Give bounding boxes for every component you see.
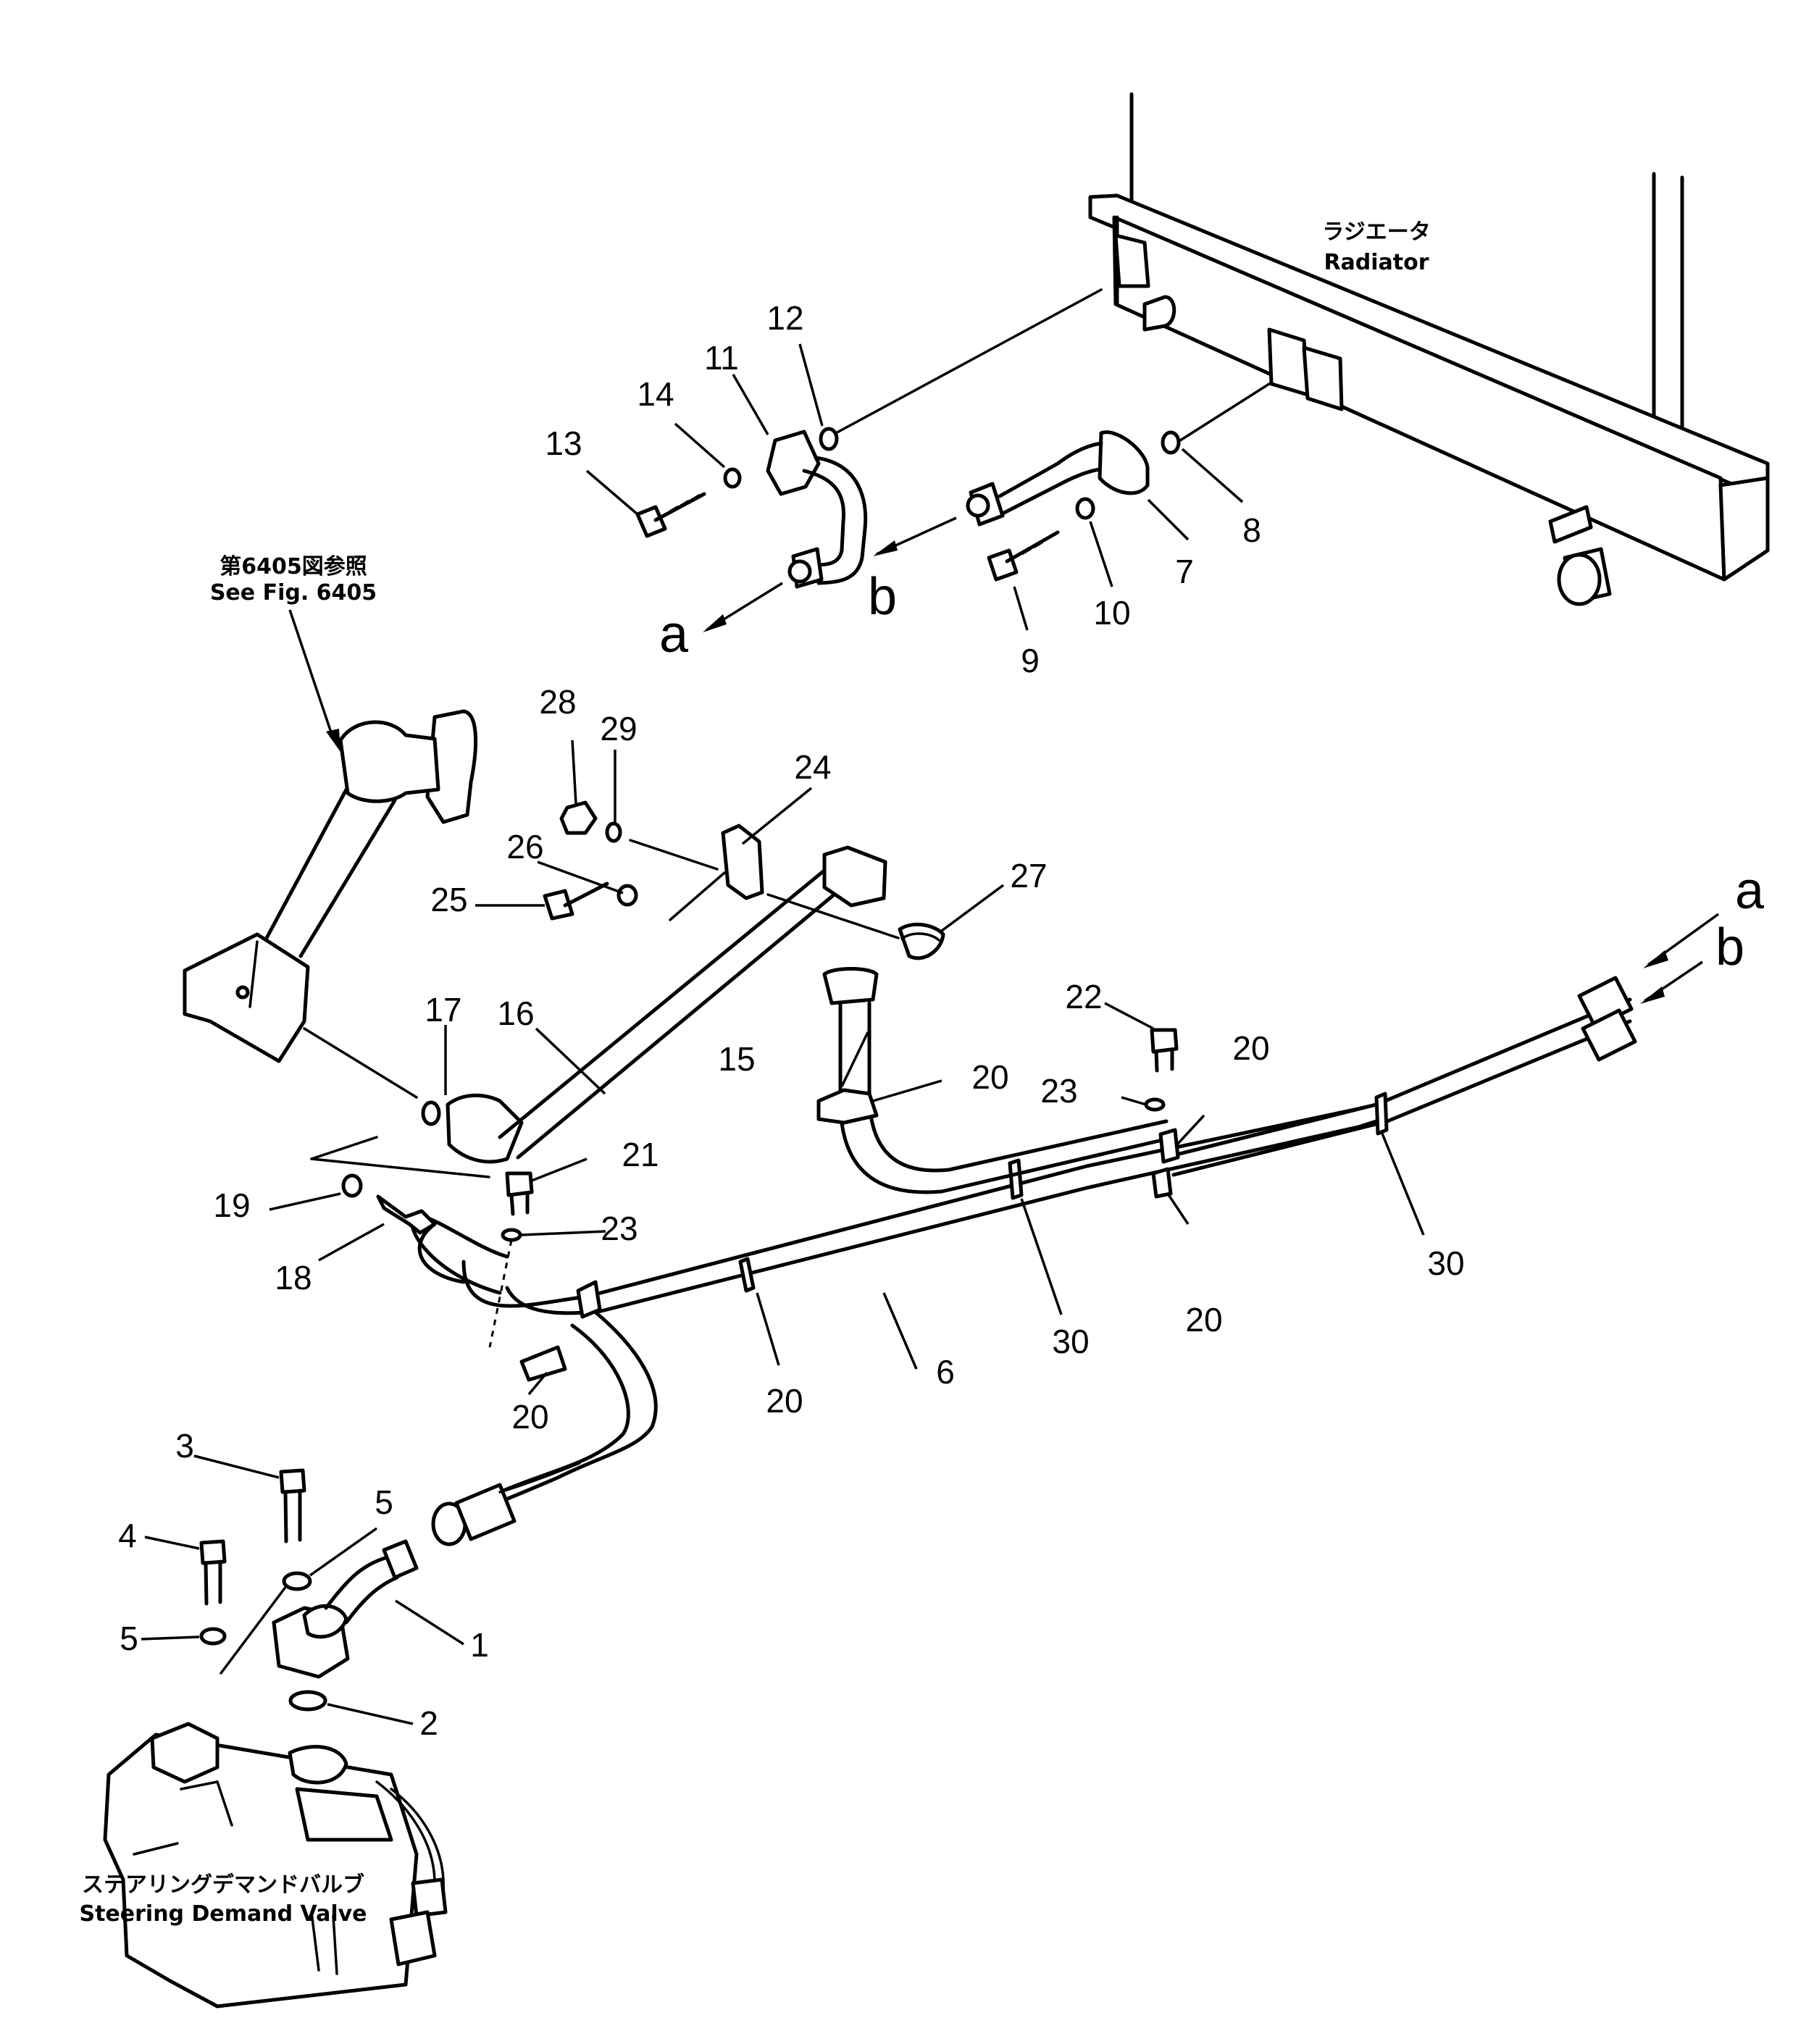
leader-line [303, 1027, 418, 1099]
u-bolt-27 [898, 922, 945, 960]
washer [605, 821, 622, 843]
bolt [987, 530, 1060, 582]
steering-demand-valve [103, 1722, 448, 2009]
leader-line [629, 839, 719, 871]
callout-29: 29 [600, 710, 637, 747]
callout-2: 2 [419, 1704, 438, 1742]
bolt-3 [279, 1468, 306, 1544]
o-ring-2 [288, 1690, 327, 1712]
washer [616, 884, 638, 907]
o-ring [1161, 430, 1181, 455]
washer-5 [282, 1571, 312, 1591]
callout-20: 20 [1185, 1301, 1222, 1339]
washer-5 [199, 1627, 227, 1646]
leader-line [288, 609, 335, 740]
fitting-18 [376, 1194, 437, 1235]
return-pipe-fig-6405 [183, 709, 477, 1063]
flow-marker-b-right: b [1715, 918, 1744, 976]
callout-10: 10 [1093, 594, 1130, 632]
clamp-20 [1151, 1167, 1173, 1199]
leader-line [669, 871, 726, 921]
callout-26: 26 [506, 828, 543, 866]
bolt [635, 492, 706, 538]
valve-caption-jp: ステアリングデマンドバルブ [82, 1872, 364, 1898]
bolt-21 [505, 1171, 534, 1216]
bolt [543, 881, 609, 921]
callout-30: 30 [1052, 1323, 1089, 1360]
callout-20: 20 [971, 1058, 1008, 1096]
clamp-30 [1374, 1092, 1389, 1136]
callout-7: 7 [1175, 553, 1194, 590]
callout-28: 28 [539, 683, 576, 721]
assembly-line [220, 1585, 288, 1675]
clamp-20 [519, 1345, 567, 1382]
bolt-22 [1150, 1028, 1179, 1073]
hose-15 [816, 967, 1169, 1194]
washer-23 [1144, 1097, 1166, 1112]
see-fig-caption-jp: 第6405図参照 [220, 554, 367, 579]
radiator-caption-jp: ラジエータ [1322, 219, 1430, 245]
callout-11: 11 [704, 339, 739, 377]
leader-line [310, 1136, 378, 1160]
tube-16 [446, 845, 887, 1164]
callout-30: 30 [1427, 1244, 1464, 1282]
callout-9: 9 [1021, 642, 1040, 679]
outlet-tube-a [766, 430, 868, 589]
bracket-24 [721, 824, 764, 900]
nut [559, 800, 598, 835]
callout-1: 1 [470, 1626, 489, 1664]
valve-caption-en: Steering Demand Valve [79, 1901, 367, 1927]
callout-leaders [141, 343, 1425, 1725]
callout-20: 20 [1232, 1029, 1269, 1067]
callout-12: 12 [766, 299, 803, 337]
callout-16: 16 [497, 994, 534, 1032]
hose-end-fittings [1577, 976, 1637, 1062]
bolt-4 [199, 1539, 227, 1606]
callout-17: 17 [425, 991, 461, 1029]
callout-22: 22 [1065, 978, 1102, 1015]
callout-15: 15 [718, 1040, 755, 1078]
clamp-20 [1158, 1128, 1180, 1164]
washer [1075, 497, 1095, 520]
see-fig-caption-en: See Fig. 6405 [210, 580, 377, 606]
o-ring [819, 427, 839, 451]
callout-27: 27 [1010, 857, 1047, 895]
callout-23: 23 [601, 1210, 638, 1247]
leader-line [1176, 382, 1271, 443]
callout-23: 23 [1040, 1072, 1077, 1110]
callout-24: 24 [794, 748, 831, 786]
leader-line [766, 893, 900, 939]
callout-5-lower: 5 [120, 1620, 138, 1657]
flange-tube-1 [272, 1539, 419, 1679]
callout-14: 14 [637, 375, 674, 413]
washer [723, 467, 742, 489]
callout-18: 18 [275, 1259, 312, 1297]
callout-20: 20 [511, 1398, 548, 1436]
callout-13: 13 [545, 424, 582, 462]
callout-25: 25 [430, 881, 467, 918]
washer-19 [341, 1173, 363, 1198]
callout-3: 3 [175, 1427, 194, 1465]
radiator [1088, 92, 1770, 606]
clamp-20 [1008, 1158, 1024, 1200]
callout-5-upper: 5 [375, 1483, 393, 1521]
flow-marker-a-top: a [659, 606, 689, 663]
callout-20: 20 [766, 1382, 803, 1420]
washer-23 [501, 1228, 522, 1242]
callout-6: 6 [936, 1353, 955, 1391]
clamp-20 [576, 1280, 602, 1319]
callout-21: 21 [622, 1136, 659, 1173]
o-ring [421, 1100, 441, 1126]
flow-marker-b-top: b [868, 568, 897, 626]
radiator-caption-en: Radiator [1324, 250, 1429, 275]
clamp-20 [738, 1257, 756, 1293]
callout-4: 4 [118, 1517, 137, 1554]
leader-line [310, 1157, 490, 1178]
callout-19: 19 [213, 1186, 250, 1224]
callout-8: 8 [1242, 511, 1261, 549]
flow-marker-a-right: a [1735, 862, 1765, 920]
leader-line [832, 288, 1103, 436]
outlet-tube-b [966, 430, 1150, 527]
